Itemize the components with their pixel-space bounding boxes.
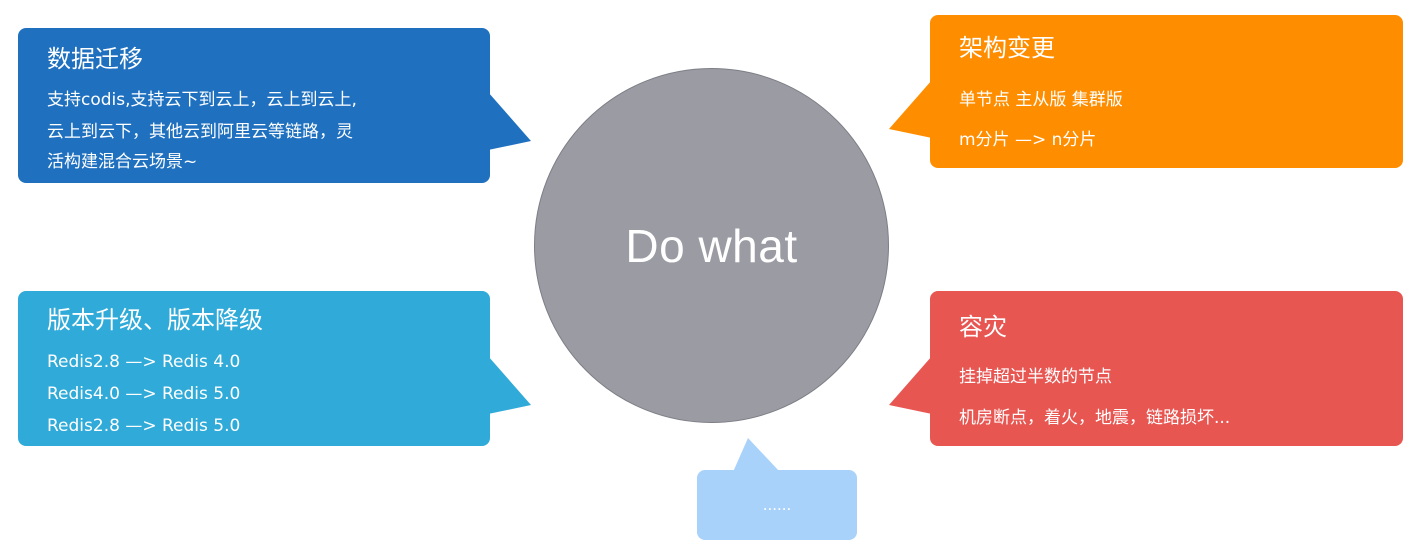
- architecture-change-line: m分片 —> n分片: [959, 130, 1097, 150]
- disaster-recovery-title: 容灾: [959, 313, 1007, 341]
- version-upgrade-box: 版本升级、版本降级 Redis2.8 —> Redis 4.0 Redis4.0…: [18, 291, 490, 446]
- more-text: ......: [762, 496, 792, 514]
- version-upgrade-line: Redis2.8 —> Redis 4.0: [47, 352, 241, 372]
- center-circle: Do what: [534, 68, 889, 423]
- data-migration-box: 数据迁移 支持codis,支持云下到云上，云上到云上, 云上到云下，其他云到阿里…: [18, 28, 490, 183]
- data-migration-title: 数据迁移: [47, 45, 143, 73]
- architecture-change-title: 架构变更: [959, 34, 1055, 62]
- disaster-recovery-line: 挂掉超过半数的节点: [959, 367, 1112, 387]
- disaster-recovery-box: 容灾 挂掉超过半数的节点 机房断点，着火，地震，链路损坏...: [930, 291, 1403, 446]
- disaster-recovery-line: 机房断点，着火，地震，链路损坏...: [959, 408, 1231, 428]
- version-upgrade-title: 版本升级、版本降级: [47, 306, 263, 334]
- architecture-change-box: 架构变更 单节点 主从版 集群版 m分片 —> n分片: [930, 15, 1403, 168]
- data-migration-line: 云上到云下，其他云到阿里云等链路，灵: [47, 122, 353, 142]
- data-migration-line: 支持codis,支持云下到云上，云上到云上,: [47, 90, 357, 110]
- version-upgrade-line: Redis4.0 —> Redis 5.0: [47, 384, 241, 404]
- center-label: Do what: [625, 219, 798, 272]
- version-upgrade-line: Redis2.8 —> Redis 5.0: [47, 416, 241, 436]
- data-migration-line: 活构建混合云场景~: [47, 152, 198, 172]
- architecture-change-line: 单节点 主从版 集群版: [959, 90, 1123, 110]
- more-box: ......: [697, 470, 857, 540]
